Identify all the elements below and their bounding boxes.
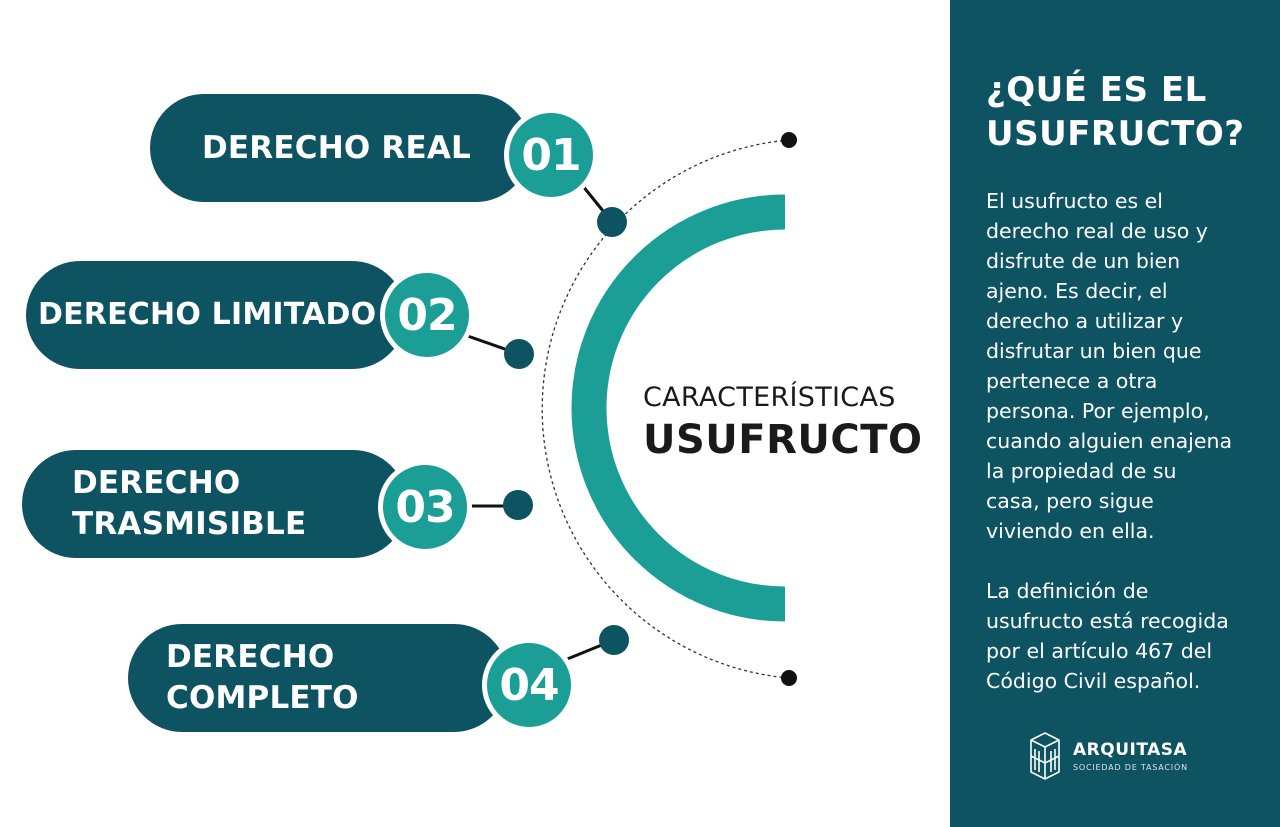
item-pill-1: DERECHO REAL xyxy=(150,94,530,202)
center-title: CARACTERÍSTICAS USUFRUCTO xyxy=(643,382,943,463)
arc-end-dot-top xyxy=(781,132,797,148)
item-pill-4: DERECHO COMPLETO xyxy=(128,624,508,732)
arc-end-dot-bottom xyxy=(781,670,797,686)
item-pill-2: DERECHO LIMITADO xyxy=(26,261,406,369)
sidebar-title-line2: USUFRUCTO? xyxy=(986,114,1245,155)
item-1-label: DERECHO REAL xyxy=(202,129,471,166)
item-4-label-line2: COMPLETO xyxy=(166,680,359,716)
logo-subtitle: SOCIEDAD DE TASACIÓN xyxy=(1073,763,1188,772)
item-2-label: DERECHO LIMITADO xyxy=(38,297,377,333)
teal-c-arc xyxy=(571,194,786,622)
sidebar-title-line1: ¿QUÉ ES EL xyxy=(986,70,1207,110)
item-pill-3: DERECHO TRASMISIBLE xyxy=(22,450,407,558)
item-3-label-line2: TRASMISIBLE xyxy=(72,506,307,542)
item-number-4: 04 xyxy=(482,638,576,732)
sidebar-paragraph-definition: El usufructo es el derecho real de uso y… xyxy=(986,189,1232,544)
center-title-line1: CARACTERÍSTICAS xyxy=(643,382,896,413)
center-title-line2: USUFRUCTO xyxy=(643,417,923,463)
connector-dot-1 xyxy=(597,207,627,237)
connector-dot-4 xyxy=(599,625,629,655)
item-number-2: 02 xyxy=(380,268,474,362)
connector-dot-3 xyxy=(503,490,533,520)
info-sidebar: ¿QUÉ ES EL USUFRUCTO? El usufructo es el… xyxy=(950,0,1280,827)
connector-dot-2 xyxy=(504,339,534,369)
item-number-3: 03 xyxy=(378,460,472,554)
logo-name: ARQUITASA xyxy=(1073,740,1188,760)
item-4-label-line1: DERECHO xyxy=(166,639,335,676)
company-logo: ARQUITASA SOCIEDAD DE TASACIÓN xyxy=(1027,730,1188,782)
item-number-1: 01 xyxy=(504,108,598,202)
item-3-label-line1: DERECHO xyxy=(72,465,241,502)
sidebar-paragraph-legal-reference: La definición de usufructo está recogida… xyxy=(986,579,1229,694)
building-logo-icon xyxy=(1030,732,1060,780)
sidebar-title: ¿QUÉ ES EL USUFRUCTO? xyxy=(986,68,1256,156)
diagram-canvas xyxy=(460,132,797,686)
